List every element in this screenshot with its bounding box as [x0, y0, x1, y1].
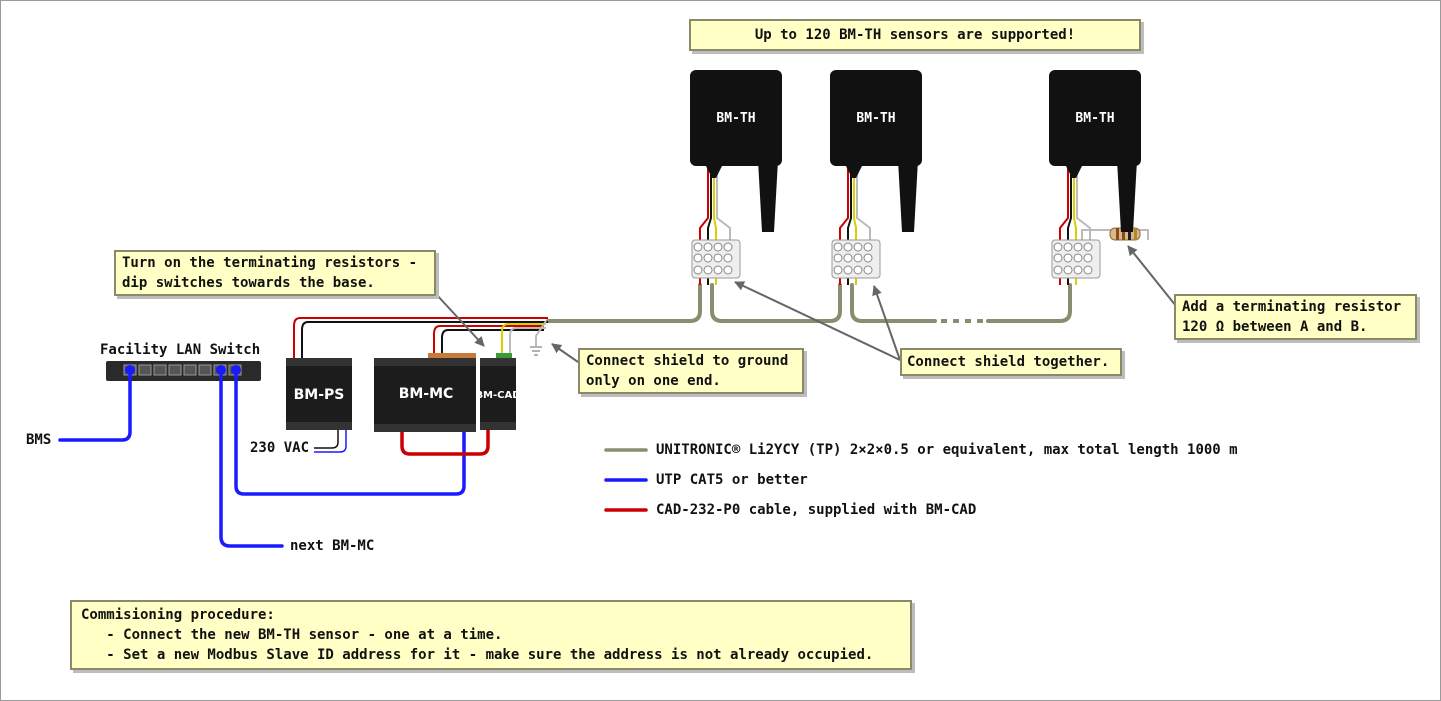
callout-arrows	[435, 245, 1177, 363]
note-terminating-dip: Turn on the terminating resistors - dip …	[114, 250, 436, 296]
bus-cable	[546, 283, 1072, 323]
legend-label-utp: UTP CAT5 or better	[656, 472, 808, 488]
bms-label: BMS	[26, 432, 52, 448]
device-bm-cad: BM-CAD	[475, 353, 521, 430]
device-bm-ps: BM-PS	[286, 358, 352, 430]
sensor-1-label: BM-TH	[716, 111, 755, 126]
vac-feed	[314, 426, 347, 453]
mc-label: BM-MC	[399, 386, 454, 402]
cad-cable	[400, 426, 490, 456]
legend-swatches	[604, 448, 648, 512]
sensor-bm-th-2: BM-TH	[830, 70, 922, 232]
terminal-block-1	[691, 239, 741, 279]
next-mc-label: next BM-MC	[290, 538, 375, 554]
sensor-3-label: BM-TH	[1075, 111, 1114, 126]
note-procedure: Commisioning procedure: - Connect the ne…	[70, 600, 912, 670]
note-sensor-limit: Up to 120 BM-TH sensors are supported!	[689, 19, 1141, 51]
ps-label: BM-PS	[294, 387, 345, 403]
legend-label-bus: UNITRONIC® Li2YCY (TP) 2×2×0.5 or equiva…	[656, 442, 1238, 458]
vac-label: 230 VAC	[250, 440, 310, 456]
cad-label: BM-CAD	[475, 390, 520, 401]
utp-cables	[58, 368, 466, 548]
note-shield-ground: Connect shield to ground only on one end…	[578, 348, 804, 394]
legend-label-cad: CAD-232-P0 cable, supplied with BM-CAD	[656, 502, 977, 518]
terminal-block-2	[831, 239, 881, 279]
note-terminating-resistor: Add a terminating resistor 120 Ω between…	[1174, 294, 1417, 340]
bus-wires-to-devices	[293, 317, 548, 360]
sensor-bm-th-1: BM-TH	[690, 70, 782, 232]
lan-switch-label: Facility LAN Switch	[100, 342, 261, 358]
utp-ports	[125, 365, 241, 375]
sensor-bm-th-3: BM-TH	[1049, 70, 1141, 232]
device-bm-mc: BM-MC	[374, 353, 476, 432]
terminal-block-3	[1051, 239, 1101, 279]
ground-symbol	[530, 346, 542, 356]
note-shield-together: Connect shield together.	[900, 348, 1122, 376]
sensor-2-label: BM-TH	[856, 111, 895, 126]
